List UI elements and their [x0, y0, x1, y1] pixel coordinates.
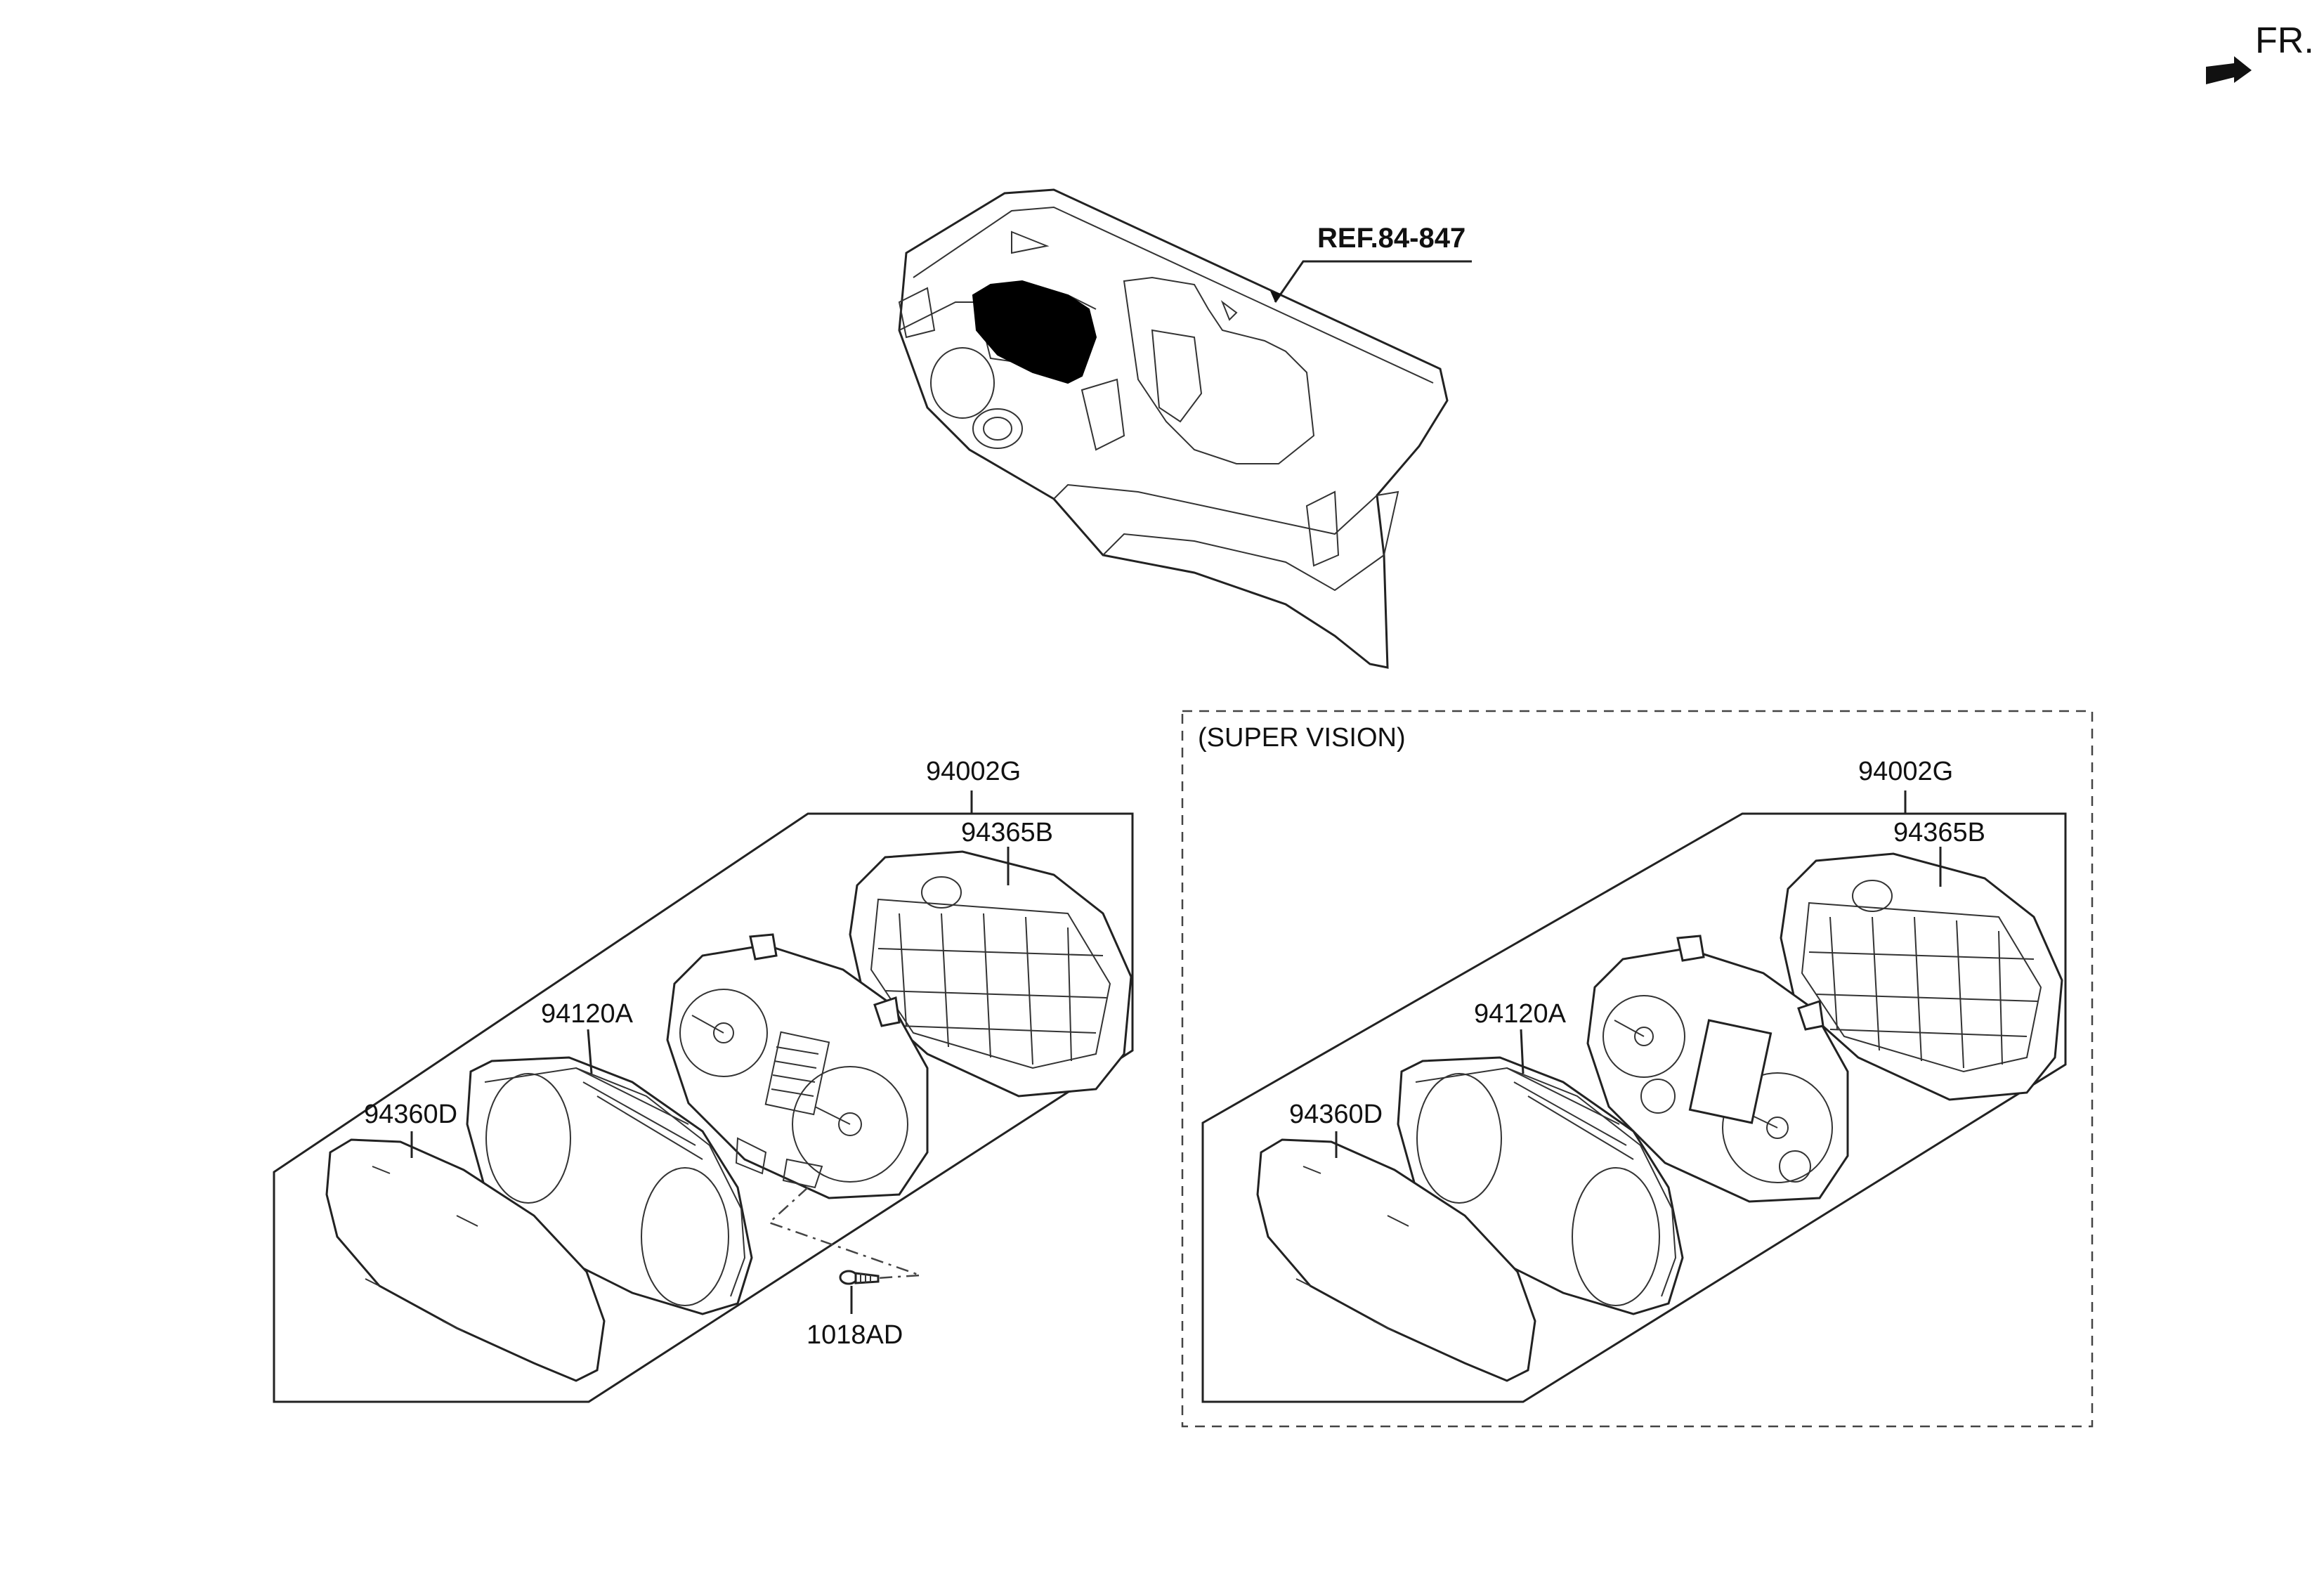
supervision-window-label: 94360D — [1289, 1100, 1383, 1129]
supervision-lens-label: 94120A — [1474, 999, 1567, 1029]
supervision-assembly-box — [1201, 812, 2067, 1403]
supervision-assembly-label: 94002G — [1858, 757, 1953, 786]
screw-icon — [839, 1270, 880, 1285]
standard-gauge-face — [666, 933, 929, 1199]
standard-back-case — [849, 850, 1132, 1098]
supervision-frame — [1181, 710, 2094, 1428]
supervision-case-label: 94365B — [1893, 818, 1985, 847]
supervision-window — [1256, 1138, 1536, 1382]
standard-assembly-box — [273, 812, 1134, 1403]
tft-display — [1688, 1019, 1773, 1124]
dashboard-illustration: REF.84-847 — [898, 188, 1472, 669]
orientation-label: FR. — [2255, 20, 2314, 61]
standard-window — [325, 1138, 606, 1382]
orientation-indicator: FR. — [2206, 20, 2314, 84]
screw-label: 1018AD — [807, 1320, 903, 1350]
standard-cluster-group: 94002G 94365B — [273, 757, 1134, 1403]
standard-case-label: 94365B — [961, 818, 1053, 847]
supervision-cluster-group: (SUPER VISION) 94002G 94365B — [1181, 710, 2094, 1428]
standard-lens-label: 94120A — [541, 999, 634, 1029]
front-arrow-icon — [2206, 56, 2252, 84]
supervision-title: (SUPER VISION) — [1198, 723, 1406, 753]
supervision-gauge-face — [1586, 935, 1849, 1203]
standard-window-label: 94360D — [364, 1100, 457, 1129]
standard-assembly-label: 94002G — [926, 757, 1021, 786]
ref-leader-line — [1274, 260, 1472, 303]
cluster-location-highlight — [972, 280, 1097, 384]
ref-label: REF.84-847 — [1317, 223, 1465, 254]
